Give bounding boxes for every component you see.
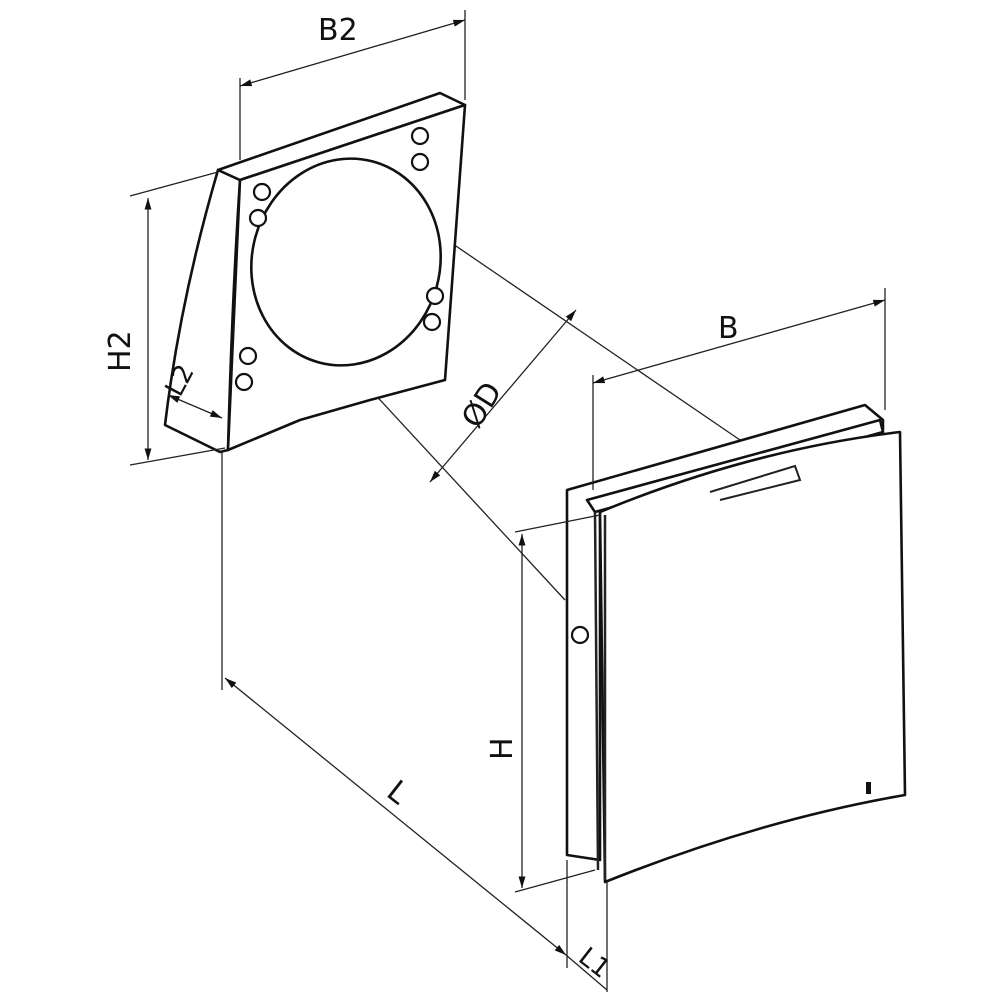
indicator-led-icon (866, 782, 871, 794)
label-b: B (718, 311, 739, 346)
label-h: H (485, 737, 520, 760)
fan-front-panel (598, 430, 907, 884)
dimension-lines (129, 10, 886, 992)
mounting-plate (163, 91, 467, 454)
label-l: L (380, 774, 415, 812)
label-l1: L1 (573, 942, 616, 985)
fan-screw-icon (570, 625, 590, 645)
fan-unit (565, 403, 907, 884)
plate-opening (249, 157, 443, 367)
label-h2: H2 (103, 330, 138, 372)
label-b2: B2 (318, 13, 358, 48)
label-diameter: ØD (455, 376, 509, 434)
